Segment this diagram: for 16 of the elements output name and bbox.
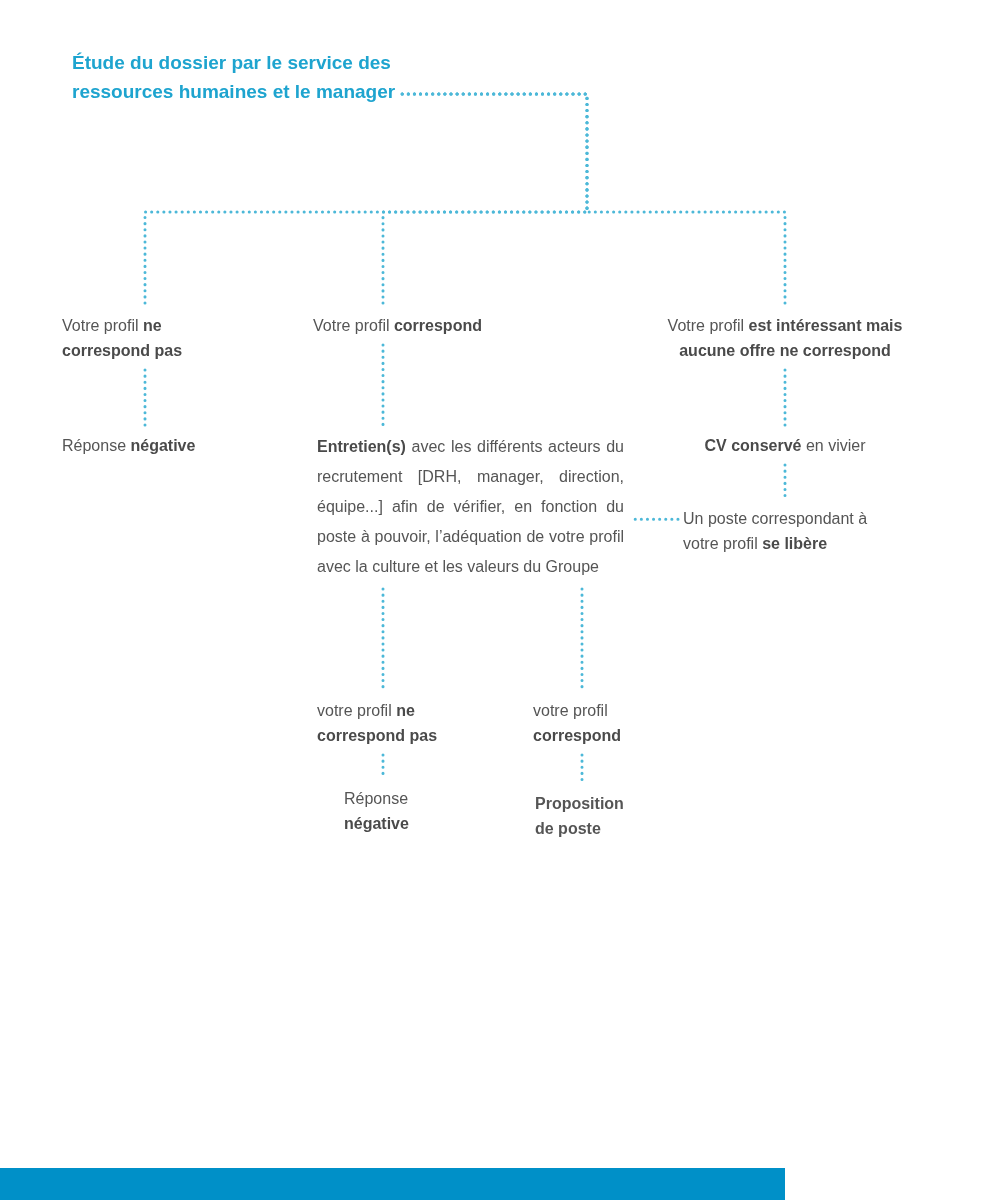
dotted-connector bbox=[783, 368, 787, 428]
step-text: votre profil correspond bbox=[533, 698, 653, 748]
step-text: Réponse négative bbox=[344, 786, 454, 836]
step-description: Entretien(s) avec les différents acteurs du recrutement [DRH, manager, direction, équipe...] afin de vérifier, en fonction du poste à pouvoir, l’adéquation de votre profil avec la culture et les valeurs du Groupe bbox=[317, 432, 624, 582]
step-text: votre profil ne correspond pas bbox=[317, 698, 487, 748]
step-text: Proposition de poste bbox=[535, 791, 635, 841]
dotted-connector bbox=[632, 517, 680, 521]
step-text: CV conservé en vivier bbox=[660, 433, 910, 458]
step-text: Réponse négative bbox=[62, 433, 262, 458]
dotted-connector bbox=[143, 368, 147, 428]
dotted-connector bbox=[381, 343, 385, 427]
step-text: Un poste correspondant à votre profil se libère bbox=[683, 506, 893, 556]
step-text: Votre profil correspond bbox=[313, 313, 553, 338]
step-heading: Étude du dossier par le service des ressources humaines et le manager bbox=[72, 48, 442, 106]
step-text: Votre profil est intéressant mais aucune offre ne correspond bbox=[650, 313, 920, 363]
step-text: Votre profil ne correspond pas bbox=[62, 313, 232, 363]
